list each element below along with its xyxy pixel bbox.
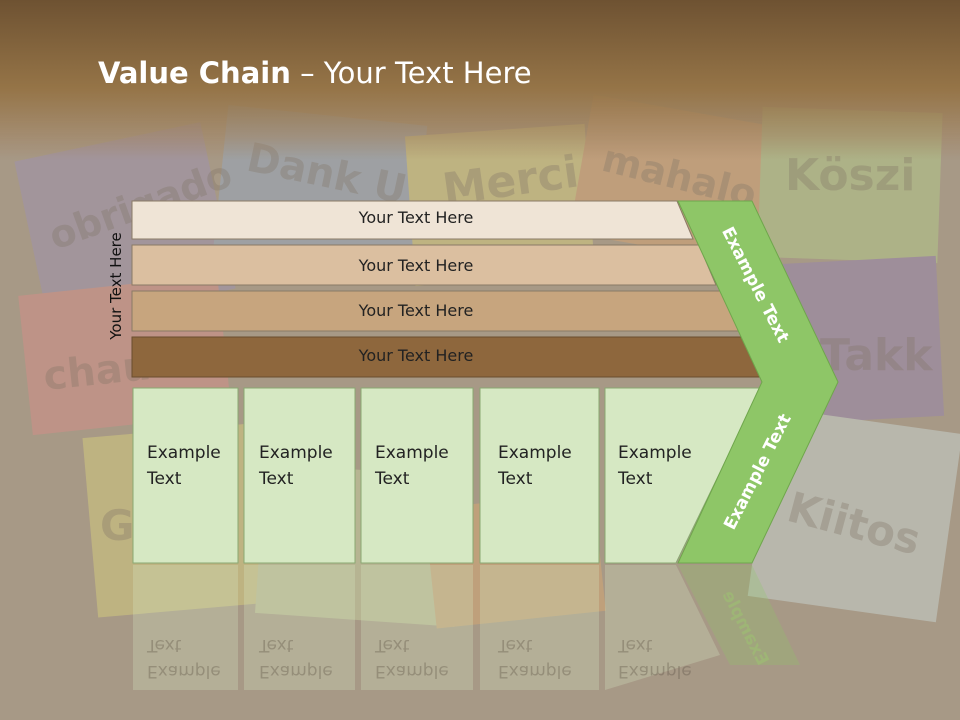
chevron-arrow: [677, 200, 839, 564]
box-3: [360, 387, 474, 564]
bar-4-label: Your Text Here: [358, 346, 474, 365]
box-4: [479, 387, 600, 564]
diagram-reflection: [133, 565, 800, 690]
side-label: Your Text Here: [107, 232, 125, 340]
box-1: [132, 387, 239, 564]
note-lightblue: [747, 407, 960, 623]
bar-3-label: Your Text Here: [358, 301, 474, 320]
bg-word-9: G: [100, 501, 134, 550]
box-2: [243, 387, 356, 564]
box-5: [604, 387, 762, 564]
title-bar: [0, 0, 960, 160]
title-bold: Value Chain: [98, 56, 291, 90]
bar-2-label: Your Text Here: [358, 256, 474, 275]
bar-1: [131, 200, 694, 240]
bg-word-7: Takk: [820, 330, 934, 381]
bar-1-label: Your Text Here: [358, 208, 474, 227]
bar-2: [131, 244, 717, 286]
title-rest: – Your Text Here: [290, 56, 532, 90]
page-title: Value Chain – Your Text Here: [98, 56, 532, 90]
